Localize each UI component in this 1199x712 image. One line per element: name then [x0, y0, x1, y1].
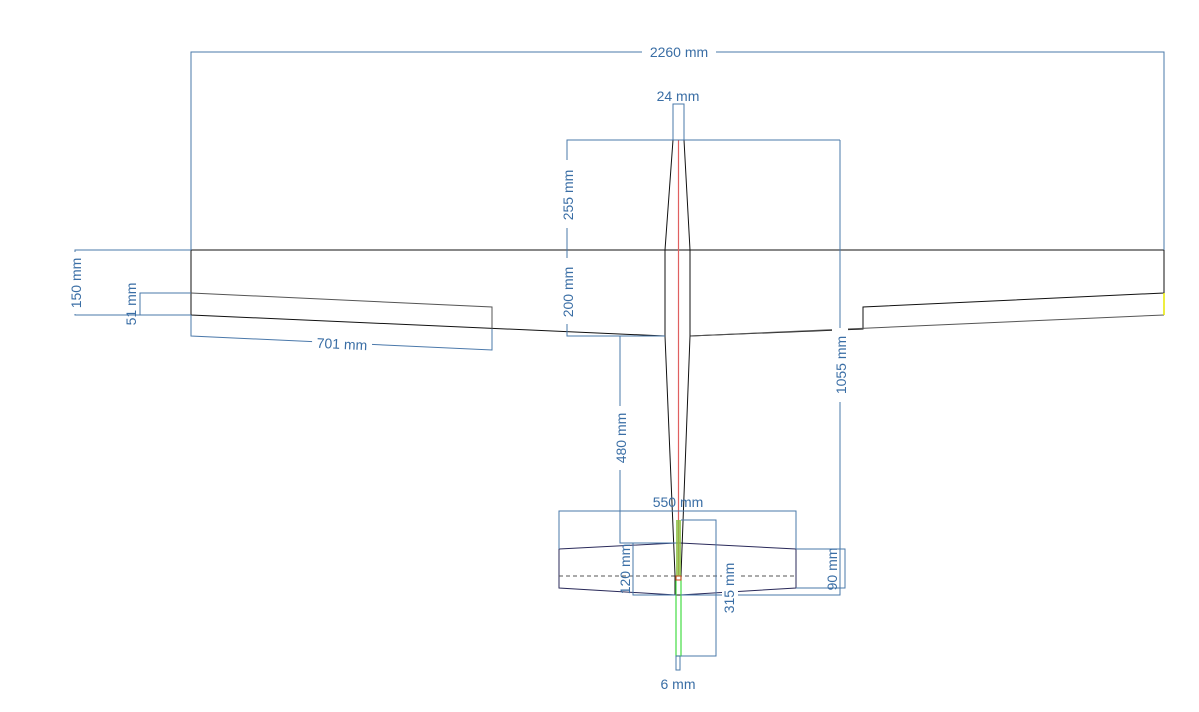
wing [190, 249, 1165, 337]
rudder [675, 575, 682, 657]
dim-nose-to-wing: 255 mm [560, 170, 576, 221]
dim-overall-length: 1055 mm [833, 336, 849, 394]
dim-stab-tip-chord: 90 mm [824, 548, 840, 591]
dim-wing-root-chord: 200 mm [560, 267, 576, 318]
fuselage [664, 139, 691, 671]
right-aileron-edge [689, 314, 1165, 337]
dim-wingspan: 2260 mm [650, 44, 708, 60]
dim-fin-length: 315 mm [721, 563, 737, 614]
dim-nose-width: 24 mm [657, 88, 700, 104]
fin [676, 520, 681, 576]
dim-wing-tip-chord: 150 mm [68, 258, 84, 309]
dimensions: 2260 mm 24 mm 255 mm 200 mm 1055 mm 480 … [67, 44, 1165, 692]
dim-stab-root-chord: 120 mm [617, 544, 633, 595]
dim-wing-to-stab: 480 mm [613, 413, 629, 464]
dim-aileron-chord: 51 mm [123, 283, 139, 326]
dim-stab-span: 550 mm [653, 494, 704, 510]
dim-aileron-span: 701 mm [316, 335, 367, 353]
dim-rudder-width: 6 mm [661, 676, 696, 692]
left-aileron [190, 292, 493, 329]
